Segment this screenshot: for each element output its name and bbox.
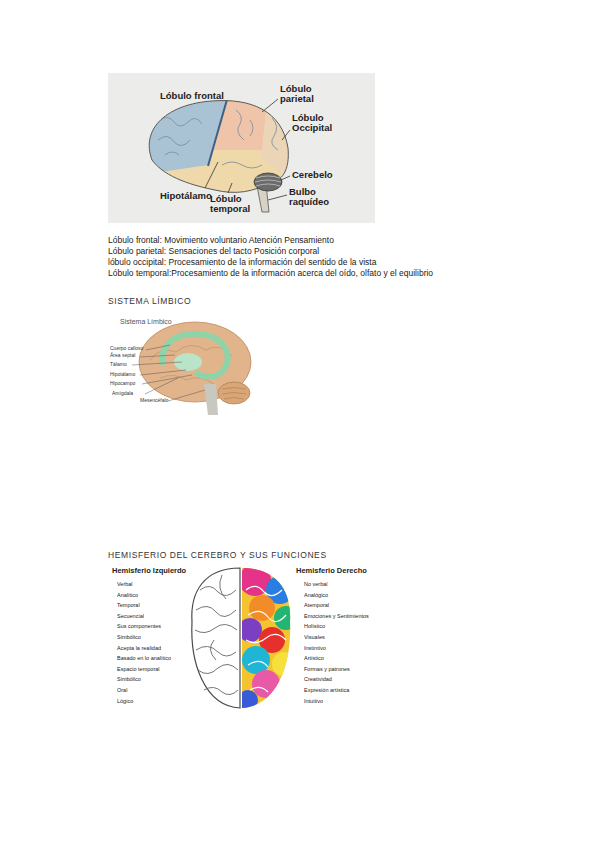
- function-item: No verbal: [304, 581, 328, 587]
- function-item: Simbólico: [117, 634, 141, 640]
- section-heading: HEMISFERIO DEL CEREBRO Y SUS FUNCIONES: [108, 551, 327, 561]
- description-line: Lóbulo frontal: Movimiento voluntario At…: [108, 236, 334, 246]
- function-item: Temporal: [117, 602, 140, 608]
- part-name: Cuerpo calloso: [110, 346, 143, 352]
- function-item: Visuales: [304, 634, 325, 640]
- section-heading: SISTEMA LÍMBICO: [108, 297, 191, 307]
- function-item: Verbal: [117, 581, 133, 587]
- figure-title: Sistema Límbico: [120, 318, 172, 326]
- function-item: Analítico: [117, 592, 138, 598]
- description-line: Lóbulo parietal: Sensaciones del tacto P…: [108, 247, 319, 257]
- function-item: Analógico: [304, 592, 328, 598]
- description-line: Lóbulo temporal:Procesamiento de la info…: [108, 269, 433, 279]
- function-item: Acepta la realidad: [117, 645, 161, 651]
- part-name: Área septal: [110, 353, 135, 359]
- part-name: Lóbulo frontal: [160, 91, 224, 102]
- function-item: Espacio temporal: [117, 666, 160, 672]
- function-item: Emociones y Sentimientos: [304, 613, 369, 619]
- function-item: Basado en lo analítico: [117, 655, 171, 661]
- part-name: Tálamo: [110, 362, 127, 368]
- part-name: Hipocampo: [110, 381, 135, 387]
- description-line: lóbulo occipital: Procesamiento de la in…: [108, 258, 376, 268]
- part-name: Hipotálamo: [110, 372, 135, 378]
- function-item: Lógico: [117, 698, 133, 704]
- hemispheres-figure: [192, 564, 298, 711]
- function-item: Intuitivo: [304, 698, 323, 704]
- function-item: Sus componentes: [117, 623, 161, 629]
- function-item: Creatividad: [304, 676, 332, 682]
- part-name: Amígdala: [112, 391, 133, 397]
- part-name: Hipotálamo: [160, 191, 212, 202]
- function-item: Atemporal: [304, 602, 329, 608]
- part-name: Cerebelo: [292, 170, 333, 181]
- function-item: Artístico: [304, 655, 324, 661]
- function-item: Expresión artística: [304, 687, 349, 693]
- function-item: Simbólico: [117, 676, 141, 682]
- part-name: Lóbulo temporal: [210, 194, 256, 214]
- part-name: Mesencéfalo: [140, 398, 168, 404]
- column-heading: Hemisferio Derecho: [296, 567, 367, 576]
- part-name: Bulbo raquídeo: [289, 187, 335, 207]
- function-item: Formas y patrones: [304, 666, 350, 672]
- photo-ground: [108, 73, 375, 223]
- column-heading: Hemisferio Izquierdo: [112, 567, 186, 576]
- function-item: Holístico: [304, 623, 325, 629]
- function-item: Secuencial: [117, 613, 144, 619]
- function-item: Instintivo: [304, 645, 326, 651]
- brain-lobes-figure: [108, 73, 375, 223]
- limbic-system-figure: [108, 315, 255, 415]
- part-name: Lóbulo Occipital: [292, 113, 338, 133]
- function-item: Oral: [117, 687, 127, 693]
- part-name: Lóbulo parietal: [280, 84, 326, 104]
